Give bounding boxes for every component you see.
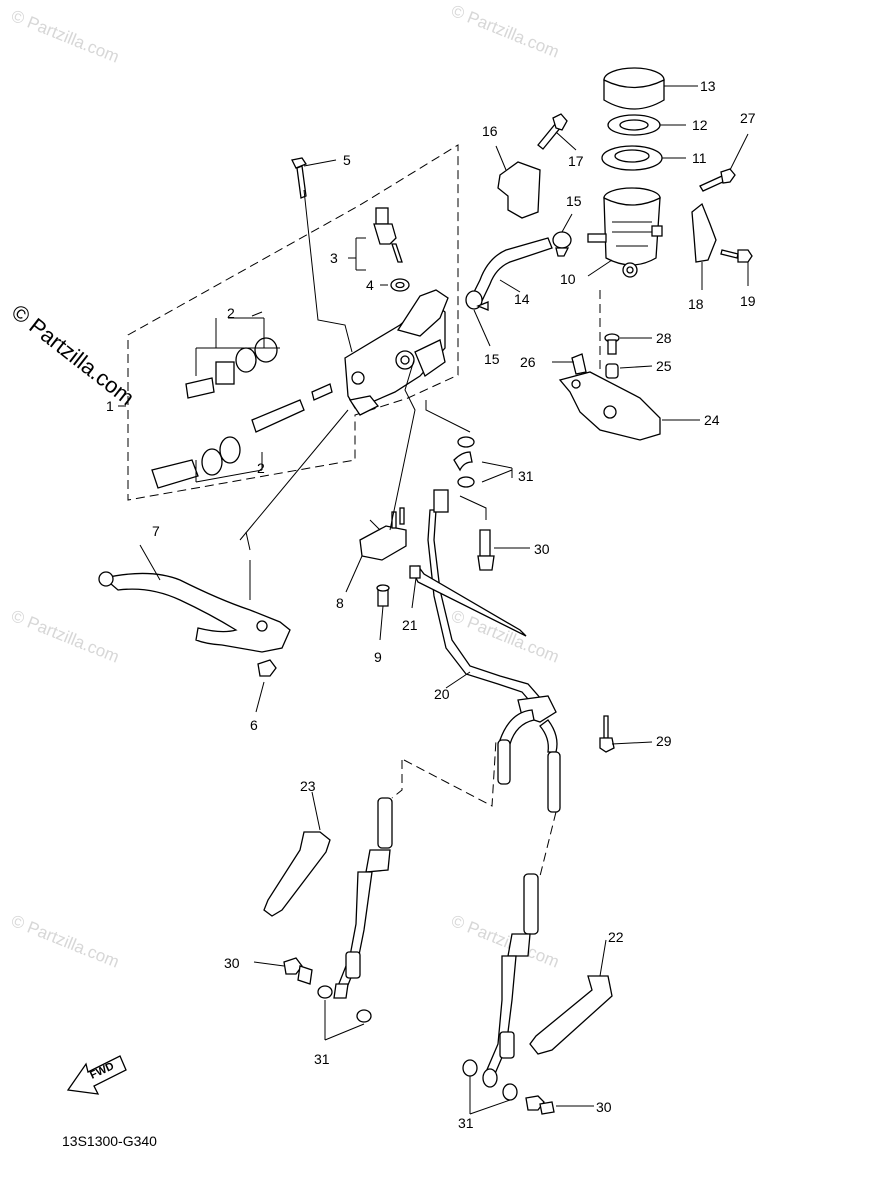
screw-9	[376, 584, 390, 607]
callout-29: 29	[656, 733, 672, 749]
piston-kit-2-upper	[185, 317, 280, 399]
callout-14: 14	[514, 291, 530, 307]
watermark-mid-right: © Partzilla.com	[449, 606, 562, 667]
callout-31-right: 31	[458, 1115, 474, 1131]
lever-7	[102, 572, 291, 653]
callout-31-left: 31	[314, 1051, 330, 1067]
washer-4	[390, 278, 410, 292]
callout-8: 8	[336, 595, 344, 611]
bolt-30-left	[283, 957, 313, 985]
hose-joint	[497, 695, 561, 813]
screw-28	[604, 333, 620, 355]
hose-14	[469, 237, 553, 306]
bolt-27	[699, 168, 736, 192]
callout-24: 24	[704, 412, 720, 428]
bolt-25	[605, 363, 619, 379]
callout-28: 28	[656, 330, 672, 346]
callout-18: 18	[688, 296, 704, 312]
clamp-15-upper	[552, 231, 572, 257]
bolt-17	[537, 113, 568, 150]
piston-kit-2-lower	[151, 383, 333, 489]
fwd-arrow-icon: FWD	[66, 1055, 127, 1095]
leader-lines	[139, 85, 749, 1115]
callout-9: 9	[374, 649, 382, 665]
washers-31-left	[317, 985, 372, 1023]
callout-30-left: 30	[224, 955, 240, 971]
bolt-19	[720, 249, 753, 263]
watermark-top-right: © Partzilla.com	[449, 1, 562, 62]
callout-30-top: 30	[534, 541, 550, 557]
bracket-18	[691, 202, 717, 263]
callout-30-right: 30	[596, 1099, 612, 1115]
switch-8	[359, 359, 416, 561]
reservoir-group	[587, 67, 665, 278]
callout-31-top: 31	[518, 468, 534, 484]
callout-5: 5	[343, 152, 351, 168]
watermark-mid-left: © Partzilla.com	[9, 606, 122, 667]
callout-13: 13	[700, 78, 716, 94]
washers-31-top	[457, 436, 475, 488]
callout-23: 23	[300, 778, 316, 794]
callout-6: 6	[250, 717, 258, 733]
callout-11: 11	[692, 150, 707, 166]
callout-21: 21	[402, 617, 418, 633]
assembly-outline	[127, 144, 459, 501]
bolt-5	[291, 157, 307, 199]
callout-7: 7	[152, 523, 160, 539]
lower-hose-right	[482, 811, 557, 1088]
callout-22: 22	[608, 929, 624, 945]
callout-1: 1	[106, 398, 114, 414]
callout-2-lower: 2	[257, 460, 265, 476]
callout-3: 3	[330, 250, 338, 266]
bracket-26	[571, 353, 587, 375]
lower-hose-left	[333, 797, 393, 999]
callout-17: 17	[568, 153, 584, 169]
bolt-30-top	[477, 529, 495, 571]
callout-10: 10	[560, 271, 576, 287]
master-cylinder	[344, 289, 449, 416]
bolt-30-right	[525, 1095, 555, 1115]
bleeder-3	[348, 207, 403, 271]
callout-15-upper: 15	[566, 193, 582, 209]
callout-16: 16	[482, 123, 498, 139]
callouts: 1 2 2 3 4 5 6 7 8 9 10 11 12 13 14 15 15…	[106, 78, 756, 1131]
callout-20: 20	[434, 686, 450, 702]
callout-26: 26	[520, 354, 536, 370]
nut-6	[257, 659, 277, 677]
clamp-15-lower	[465, 290, 489, 311]
callout-19: 19	[740, 293, 756, 309]
bracket-23	[263, 831, 331, 917]
callout-27: 27	[740, 110, 756, 126]
callout-2-upper: 2	[227, 305, 235, 321]
callout-15-lower: 15	[484, 351, 500, 367]
bracket-22	[529, 975, 613, 1055]
watermark-top-left: © Partzilla.com	[9, 6, 122, 67]
callout-4: 4	[366, 277, 374, 293]
bolt-29	[599, 715, 615, 753]
watermark-bottom-left: © Partzilla.com	[9, 911, 122, 972]
watermark-side: © Partzilla.com	[7, 299, 139, 410]
callout-12: 12	[692, 117, 708, 133]
clamp-16	[497, 161, 541, 219]
callout-25: 25	[656, 358, 672, 374]
diagram-code: 13S1300-G340	[62, 1133, 157, 1149]
